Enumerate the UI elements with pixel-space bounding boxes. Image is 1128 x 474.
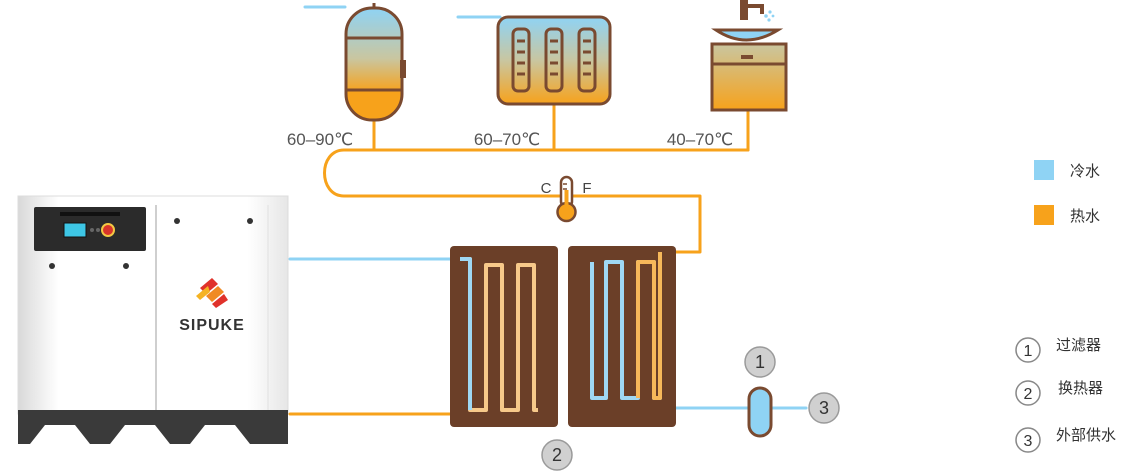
water-heater-unit xyxy=(496,15,612,106)
marker-exchanger: 2 xyxy=(541,439,573,471)
brand-name: SIPUKE xyxy=(179,317,245,334)
unit-tubes xyxy=(511,27,597,93)
panel-button xyxy=(96,228,100,232)
temp-label-sink: 40–70℃ xyxy=(667,130,733,149)
marker-exchanger-number: 2 xyxy=(552,445,562,465)
forklift-slot xyxy=(110,425,170,444)
color-legend: 冷水 热水 xyxy=(1034,160,1100,225)
key-num-2: 2 xyxy=(1024,386,1033,403)
hot-return-pipe xyxy=(323,148,702,254)
key-label-filter: 过滤器 xyxy=(1056,336,1101,354)
hot-water-tank xyxy=(344,3,406,122)
marker-external-supply: 3 xyxy=(808,392,840,424)
legend-swatch-hot xyxy=(1034,205,1054,225)
basin xyxy=(711,28,784,42)
heat-exchanger xyxy=(450,246,676,427)
control-panel xyxy=(34,207,146,251)
filter xyxy=(747,386,773,438)
legend-label-cold: 冷水 xyxy=(1070,162,1100,180)
thermometer-icon xyxy=(556,175,577,223)
temp-label-unit: 60–70℃ xyxy=(474,130,540,149)
brand-logo xyxy=(196,278,228,308)
tank-gauge xyxy=(400,60,406,78)
component-key: 1 过滤器 2 换热器 3 外部供水 xyxy=(1015,336,1116,453)
legend-label-hot: 热水 xyxy=(1070,207,1100,225)
faucet-stem xyxy=(740,0,748,20)
forklift-slot xyxy=(190,425,250,444)
forklift-slot xyxy=(30,425,90,444)
exchanger-right-coil-outlet xyxy=(636,252,662,400)
emergency-stop-button xyxy=(101,223,115,237)
thermometer-celsius-label: C xyxy=(541,180,552,197)
thermometer-fahrenheit-label: F xyxy=(582,180,591,197)
panel-button xyxy=(90,228,94,232)
unit-box xyxy=(496,15,612,106)
faucet-spout xyxy=(744,4,764,14)
door-latch xyxy=(123,263,129,269)
door-latch xyxy=(49,263,55,269)
legend-swatch-cold xyxy=(1034,160,1054,180)
panel-slot xyxy=(60,212,120,216)
exchanger-left-coil-inlet xyxy=(460,257,472,410)
panel-display xyxy=(63,222,87,238)
marker-filter: 1 xyxy=(744,346,776,378)
key-num-3: 3 xyxy=(1024,433,1033,450)
door-latch xyxy=(247,218,253,224)
key-num-1: 1 xyxy=(1024,343,1033,360)
tank-vessel xyxy=(344,6,404,122)
temp-label-tank: 60–90℃ xyxy=(287,130,353,149)
door-latch xyxy=(174,218,180,224)
cabinet-body xyxy=(710,42,788,112)
sink-cabinet xyxy=(710,0,788,112)
drawer-handle xyxy=(741,55,753,59)
key-label-exchanger: 换热器 xyxy=(1058,379,1103,397)
marker-filter-number: 1 xyxy=(755,352,765,372)
key-label-external-supply: 外部供水 xyxy=(1056,426,1116,444)
marker-external-number: 3 xyxy=(819,398,829,418)
air-compressor: SIPUKE xyxy=(17,195,289,444)
